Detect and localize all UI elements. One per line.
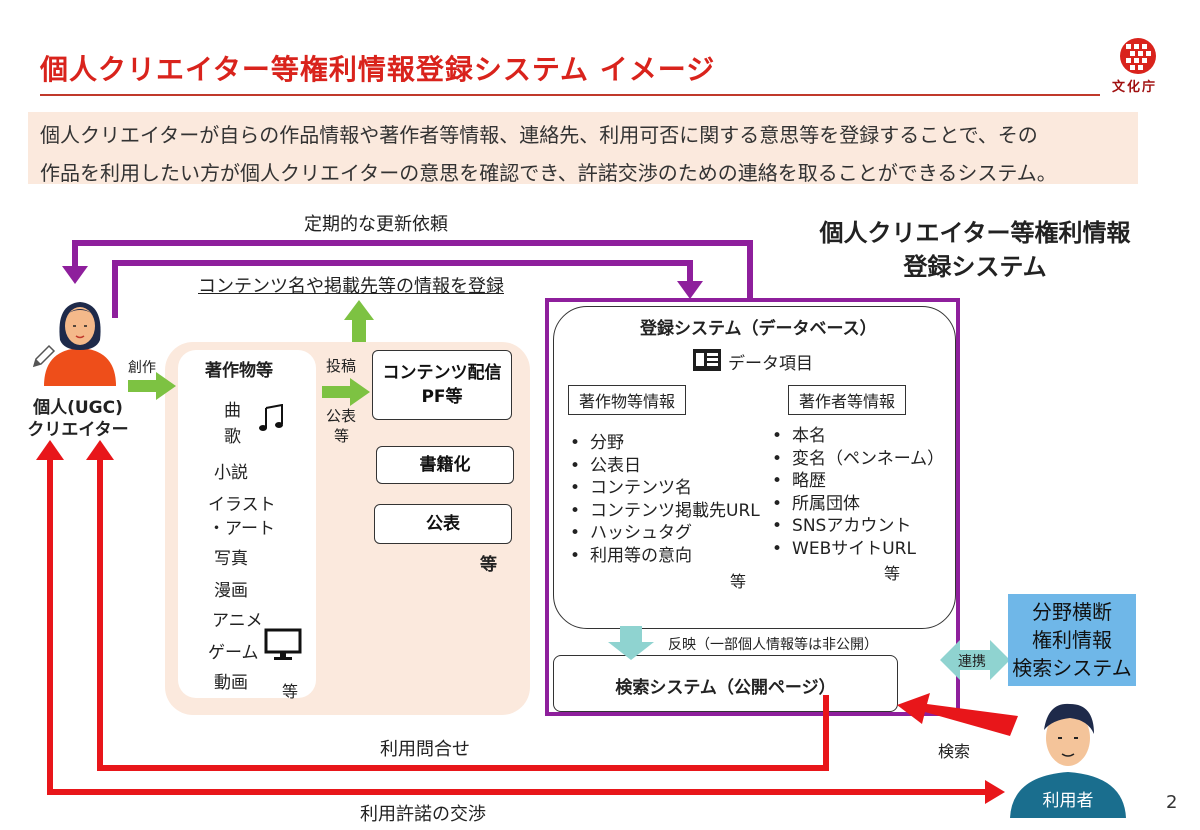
register-up-arrow	[344, 300, 374, 342]
cross-field-line-1: 分野横断	[1032, 600, 1112, 624]
register-info-arrow	[112, 260, 703, 318]
user-label: 利用者	[1042, 791, 1094, 811]
monitor-icon	[264, 628, 302, 660]
author-info-list: 本名 変名（ペンネーム） 略歴 所属団体 SNSアカウント WEBサイトURL	[772, 425, 944, 560]
works-info-label: 著作物等情報	[568, 385, 687, 415]
post-arrow	[322, 378, 370, 406]
periodic-update-arrow	[62, 240, 753, 298]
work-item-novel: 小説	[214, 463, 248, 483]
intro-description: 個人クリエイターが自らの作品情報や著作者等情報、連絡先、利用可否に関する意思等を…	[28, 112, 1138, 185]
works-info-item: コンテンツ掲載先URL	[570, 500, 760, 523]
book-box: 書籍化	[376, 446, 514, 484]
works-list-panel	[178, 350, 316, 698]
music-note-icon	[259, 404, 283, 431]
intro-line-2: 作品を利用したい方が個人クリエイターの意思を確認でき、許諾交渉のための連絡を取る…	[40, 161, 1057, 185]
works-info-item: 利用等の意向	[570, 545, 760, 568]
author-info-item: 変名（ペンネーム）	[772, 448, 944, 471]
intro-line-1: 個人クリエイターが自らの作品情報や著作者等情報、連絡先、利用可否に関する意思等を…	[40, 123, 1038, 147]
work-item-anime: アニメ	[212, 611, 263, 631]
content-platform-line-1: コンテンツ配信	[382, 363, 502, 383]
license-negotiation-label: 利用許諾の交渉	[360, 804, 486, 825]
publish-box: 公表	[374, 504, 512, 544]
works-info-item: 公表日	[570, 455, 760, 478]
works-heading: 著作物等	[205, 361, 273, 381]
author-info-etc: 等	[884, 564, 901, 583]
work-item-art: ・アート	[208, 519, 275, 539]
page-number: 2	[1166, 792, 1178, 813]
creator-label: 個人(UGC) クリエイター	[22, 397, 134, 441]
work-item-illustration: イラスト	[208, 495, 276, 515]
bunkacho-logo-text: 文化庁	[1112, 80, 1158, 95]
search-label: 検索	[938, 742, 971, 761]
works-etc: 等	[282, 682, 299, 701]
license-negotiation-arrow	[36, 440, 1005, 804]
page-title: 個人クリエイター等権利情報登録システム イメージ	[40, 53, 716, 86]
system-title-line-2: 登録システム	[903, 253, 1047, 281]
reflect-label: 反映（一部個人情報等は非公開）	[668, 637, 878, 653]
person-creator-icon	[44, 302, 116, 386]
works-info-list: 分野 公表日 コンテンツ名 コンテンツ掲載先URL ハッシュタグ 利用等の意向	[570, 432, 760, 567]
author-info-item: WEBサイトURL	[772, 538, 944, 561]
content-platform-box: コンテンツ配信 PF等	[372, 350, 512, 420]
outlets-etc: 等	[480, 555, 497, 575]
works-info-etc: 等	[730, 572, 747, 591]
pencil-icon	[32, 344, 56, 368]
link-arrow	[940, 640, 1010, 680]
cross-field-search-box: 分野横断 権利情報 検索システム	[1008, 594, 1136, 686]
work-item-vocal: 歌	[224, 427, 241, 447]
works-info-item: 分野	[570, 432, 760, 455]
creator-label-line-2: クリエイター	[27, 420, 129, 440]
title-underline	[40, 94, 1100, 96]
data-items-label: データ項目	[728, 354, 813, 374]
search-system-box	[553, 655, 898, 712]
work-item-video: 動画	[214, 673, 248, 693]
author-info-item: 略歴	[772, 470, 944, 493]
work-item-photo: 写真	[214, 549, 248, 569]
data-list-icon	[693, 349, 721, 371]
registration-system-frame	[545, 298, 960, 716]
cross-field-line-2: 権利情報	[1032, 628, 1112, 652]
publish-etc-label-1: 公表	[326, 407, 357, 425]
register-info-label: コンテンツ名や掲載先等の情報を登録	[198, 276, 504, 297]
cross-field-line-3: 検索システム	[1012, 656, 1132, 680]
system-title-line-1: 個人クリエイター等権利情報	[819, 219, 1131, 247]
search-arrow	[897, 693, 1018, 736]
create-arrow	[128, 372, 176, 400]
usage-inquiry-label: 利用問合せ	[380, 739, 470, 760]
work-item-song: 曲	[224, 401, 241, 421]
publish-etc-label-2: 等	[334, 427, 350, 445]
create-label: 創作	[128, 360, 156, 376]
search-system-label: 検索システム（公開ページ）	[615, 678, 836, 698]
creator-label-line-1: 個人(UGC)	[33, 398, 123, 418]
reflect-arrow	[608, 626, 654, 660]
author-info-label: 著作者等情報	[788, 385, 907, 415]
usage-inquiry-arrow	[86, 440, 829, 771]
link-label: 連携	[958, 654, 986, 670]
periodic-update-label: 定期的な更新依頼	[304, 214, 448, 235]
content-platform-line-2: PF等	[421, 387, 463, 407]
bunkacho-logo-icon	[1120, 38, 1156, 74]
database-title: 登録システム（データベース）	[640, 319, 877, 339]
author-info-item: 所属団体	[772, 493, 944, 516]
author-info-item: 本名	[772, 425, 944, 448]
post-label: 投稿	[326, 357, 357, 375]
works-info-item: ハッシュタグ	[570, 522, 760, 545]
person-user-icon	[1010, 703, 1126, 818]
work-item-manga: 漫画	[214, 581, 248, 601]
author-info-item: SNSアカウント	[772, 515, 944, 538]
system-title: 個人クリエイター等権利情報 登録システム	[790, 216, 1160, 284]
works-info-item: コンテンツ名	[570, 477, 760, 500]
work-item-game: ゲーム	[208, 643, 259, 663]
